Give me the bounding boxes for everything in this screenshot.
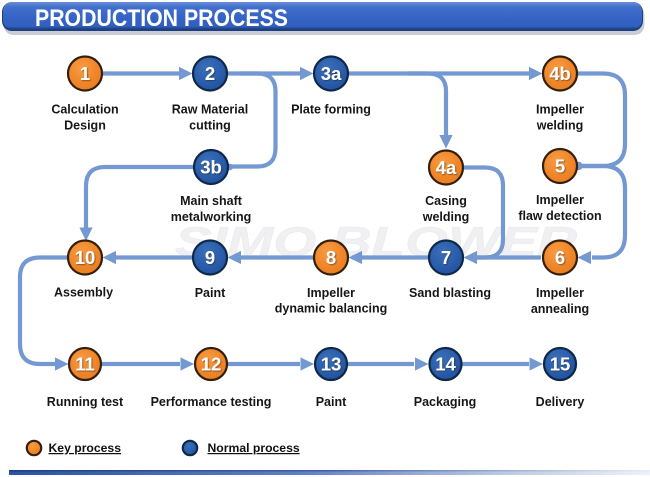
svg-text:Delivery: Delivery bbox=[536, 395, 585, 409]
svg-text:Paint: Paint bbox=[195, 286, 226, 300]
svg-text:annealing: annealing bbox=[531, 302, 589, 316]
svg-text:Assembly: Assembly bbox=[54, 286, 113, 300]
svg-text:Running test: Running test bbox=[47, 395, 124, 409]
svg-text:metalworking: metalworking bbox=[171, 210, 252, 224]
svg-text:7: 7 bbox=[441, 247, 451, 268]
svg-text:Calculation: Calculation bbox=[51, 103, 118, 117]
svg-text:Impeller: Impeller bbox=[536, 103, 584, 117]
svg-text:13: 13 bbox=[321, 354, 342, 375]
svg-text:14: 14 bbox=[435, 354, 456, 375]
svg-text:Normal process: Normal process bbox=[208, 441, 300, 455]
svg-text:Main shaft: Main shaft bbox=[180, 194, 243, 208]
svg-text:Sand blasting: Sand blasting bbox=[409, 286, 491, 300]
svg-text:3b: 3b bbox=[200, 157, 222, 178]
svg-text:15: 15 bbox=[550, 354, 571, 375]
svg-text:4b: 4b bbox=[549, 63, 571, 84]
svg-text:10: 10 bbox=[75, 247, 96, 268]
svg-text:dynamic balancing: dynamic balancing bbox=[275, 302, 388, 316]
svg-text:welding: welding bbox=[536, 119, 584, 133]
svg-text:6: 6 bbox=[555, 247, 565, 268]
svg-text:PRODUCTION PROCESS: PRODUCTION PROCESS bbox=[35, 5, 288, 32]
svg-text:2: 2 bbox=[205, 63, 215, 84]
svg-text:Key process: Key process bbox=[49, 441, 122, 455]
svg-text:Impeller: Impeller bbox=[307, 286, 355, 300]
svg-text:Performance testing: Performance testing bbox=[151, 395, 272, 409]
svg-text:5: 5 bbox=[555, 156, 565, 177]
svg-text:1: 1 bbox=[80, 63, 90, 84]
svg-text:Plate forming: Plate forming bbox=[291, 103, 371, 117]
svg-text:Impeller: Impeller bbox=[536, 286, 584, 300]
svg-text:8: 8 bbox=[326, 247, 336, 268]
svg-text:12: 12 bbox=[201, 354, 222, 375]
svg-text:Packaging: Packaging bbox=[414, 395, 477, 409]
svg-text:3a: 3a bbox=[321, 63, 342, 84]
svg-text:Raw Material: Raw Material bbox=[172, 103, 248, 117]
svg-text:11: 11 bbox=[75, 354, 95, 375]
svg-text:flaw detection: flaw detection bbox=[518, 209, 601, 223]
svg-text:Design: Design bbox=[64, 119, 106, 133]
svg-text:Casing: Casing bbox=[425, 194, 467, 208]
svg-text:Paint: Paint bbox=[316, 395, 347, 409]
svg-text:cutting: cutting bbox=[189, 119, 231, 133]
svg-text:Impeller: Impeller bbox=[536, 193, 584, 207]
svg-text:9: 9 bbox=[205, 247, 215, 268]
svg-text:4a: 4a bbox=[436, 157, 457, 178]
svg-text:welding: welding bbox=[422, 210, 470, 224]
